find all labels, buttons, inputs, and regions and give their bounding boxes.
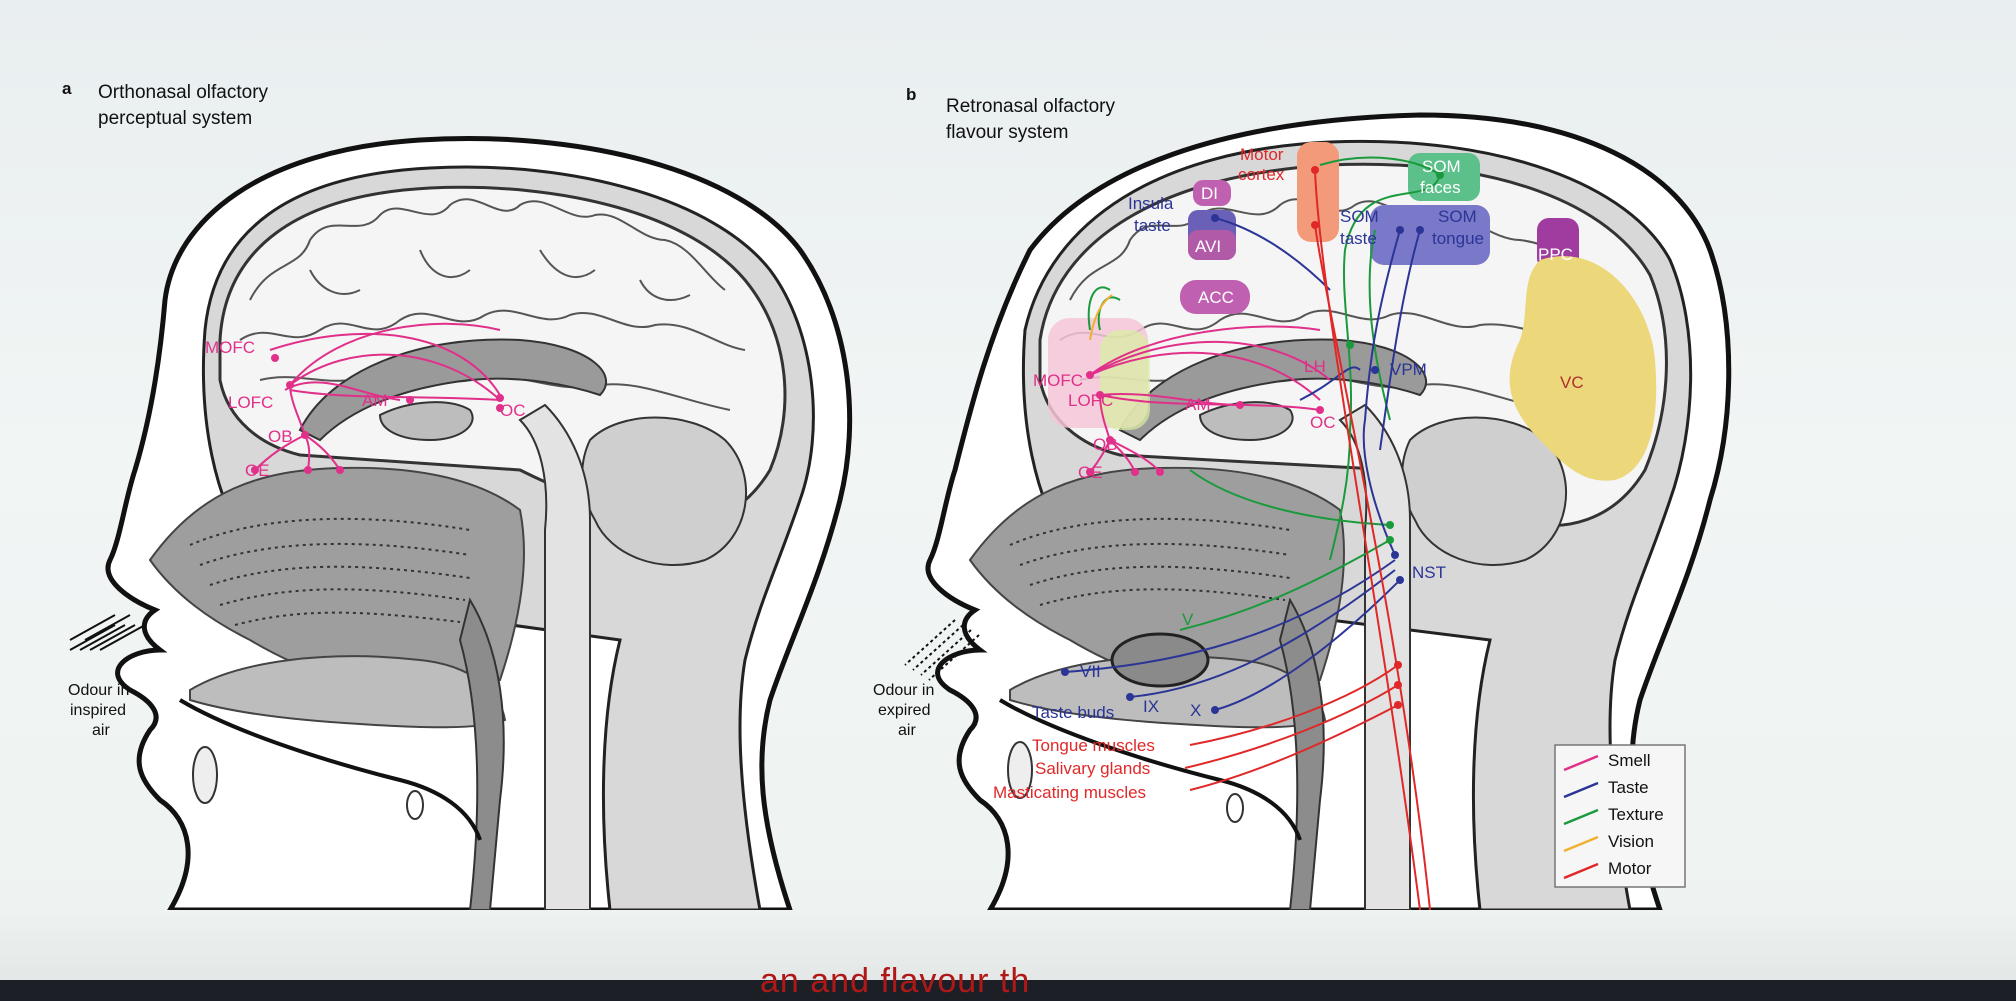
label-b-odour-line1: Odour in [873,682,934,699]
label-a-lofc: LOFC [228,393,273,412]
label-b-odour-line3: air [898,722,916,739]
label-vc: VC [1560,373,1584,392]
panel-a-letter: a [62,79,72,98]
label-tongue-muscles: Tongue muscles [1032,736,1155,755]
label-motor-line2: cortex [1238,165,1285,184]
head-a-hyoid [406,790,424,820]
label-taste-buds: Taste buds [1032,703,1114,722]
label-a-odour-line1: Odour in [68,682,129,699]
head-a-pharynx [458,597,505,910]
panel-b-vision-pathways [1089,294,1113,341]
head-a-nasal-cavity [148,466,525,702]
head-a-brainstem [518,403,591,910]
head-b-thalamus [1198,401,1294,442]
legend-label-vision: Vision [1608,832,1654,851]
label-vpm: VPM [1390,360,1427,379]
label-som-taste-line2: taste [1340,229,1377,248]
head-b-turbinates [1009,517,1291,606]
label-lh: LH [1304,357,1326,376]
panel-b: b Retronasal olfactory flavour system [873,85,1732,910]
label-masticating-muscles: Masticating muscles [993,783,1146,802]
label-salivary-glands: Salivary glands [1035,759,1150,778]
legend-swatch-motor [1563,862,1599,880]
photo-background: a Orthonasal olfactory perceptual system [0,0,2016,980]
region-avi [1188,230,1236,260]
legend-swatch-texture [1563,808,1599,826]
head-b-pharynx [1278,597,1325,910]
head-a-lower-lip [192,746,218,804]
label-x: X [1190,701,1201,720]
label-a-am: AM [362,391,388,410]
label-vii: VII [1080,662,1101,681]
label-b-am: AM [1185,395,1211,414]
region-vc [1509,256,1657,481]
head-b-hyoid [1226,793,1244,823]
panel-b-title-line1: Retronasal olfactory [946,96,1115,117]
label-a-mofc: MOFC [205,338,255,357]
label-a-odour-line3: air [92,722,110,739]
panel-b-motor-pathways [1184,169,1431,910]
region-acc [1180,280,1250,314]
label-b-oc: OC [1310,413,1336,432]
legend-label-smell: Smell [1608,751,1651,770]
label-som-tongue-line1: SOM [1438,207,1477,226]
label-b-mofc: MOFC [1033,371,1083,390]
label-nst: NST [1412,563,1446,582]
legend-label-motor: Motor [1608,859,1652,878]
label-som-taste-line1: SOM [1340,207,1379,226]
legend-swatch-vision [1563,835,1599,853]
legend-box [1554,744,1686,888]
head-a-turbinates [189,517,471,626]
panel-b-synapses [1061,166,1444,714]
label-b-lofc: LOFC [1068,391,1113,410]
label-b-ob: OB [1093,435,1118,454]
label-ppc: PPC [1538,245,1573,264]
panel-b-expired-air-arrows [904,619,980,681]
label-motor-line1: Motor [1240,145,1284,164]
head-a-thalamus [378,401,474,442]
label-a-oc: OC [500,401,526,420]
region-motor-cortex [1297,142,1339,242]
label-a-ob: OB [268,427,293,446]
head-b-nasal-cavity [968,466,1345,702]
panel-a-inspired-air-arrows [69,614,146,651]
label-a-oe: OE [245,461,270,480]
legend-swatch-taste [1563,781,1599,799]
label-di: DI [1201,184,1218,203]
label-b-oe: OE [1078,463,1103,482]
head-a-tongue [189,655,507,729]
panel-b-letter: b [906,85,916,104]
label-b-odour-line2: expired [878,702,930,719]
label-som-faces-line1: SOM [1422,157,1461,176]
region-som-tongue-taste [1370,205,1490,265]
label-acc: ACC [1198,288,1234,307]
label-v: V [1182,610,1194,629]
panel-a-synapses [251,354,504,474]
panel-b-title-line2: flavour system [946,122,1068,143]
panel-b-taste-pathways [1064,217,1421,711]
label-som-faces-line2: faces [1420,178,1461,197]
label-a-odour-line2: inspired [70,702,126,719]
page-bottom-strip [0,910,2016,980]
region-ofc-vision [1100,330,1150,430]
legend-label-texture: Texture [1608,805,1664,824]
label-insula-line2: taste [1134,216,1171,235]
head-b-jaw [998,698,1302,841]
legend-swatch-smell [1563,754,1599,772]
region-di [1193,180,1231,206]
panel-a-smell-pathways [254,322,501,471]
label-som-tongue-line2: tongue [1432,229,1484,248]
label-insula-line1: Insula [1128,194,1174,213]
label-avi: AVI [1195,237,1221,256]
head-b-lower-lip [1007,741,1033,799]
panel-a-title-line2: perceptual system [98,108,252,129]
panel-a: a Orthonasal olfactory perceptual system [62,79,853,910]
panel-a-title-line1: Orthonasal olfactory [98,82,269,103]
head-a-jaw [178,698,482,841]
olfaction-diagram: a Orthonasal olfactory perceptual system [62,79,1732,910]
cut-off-caption: an and flavour th [760,962,1031,1000]
label-ix: IX [1143,697,1159,716]
legend-label-taste: Taste [1608,778,1649,797]
